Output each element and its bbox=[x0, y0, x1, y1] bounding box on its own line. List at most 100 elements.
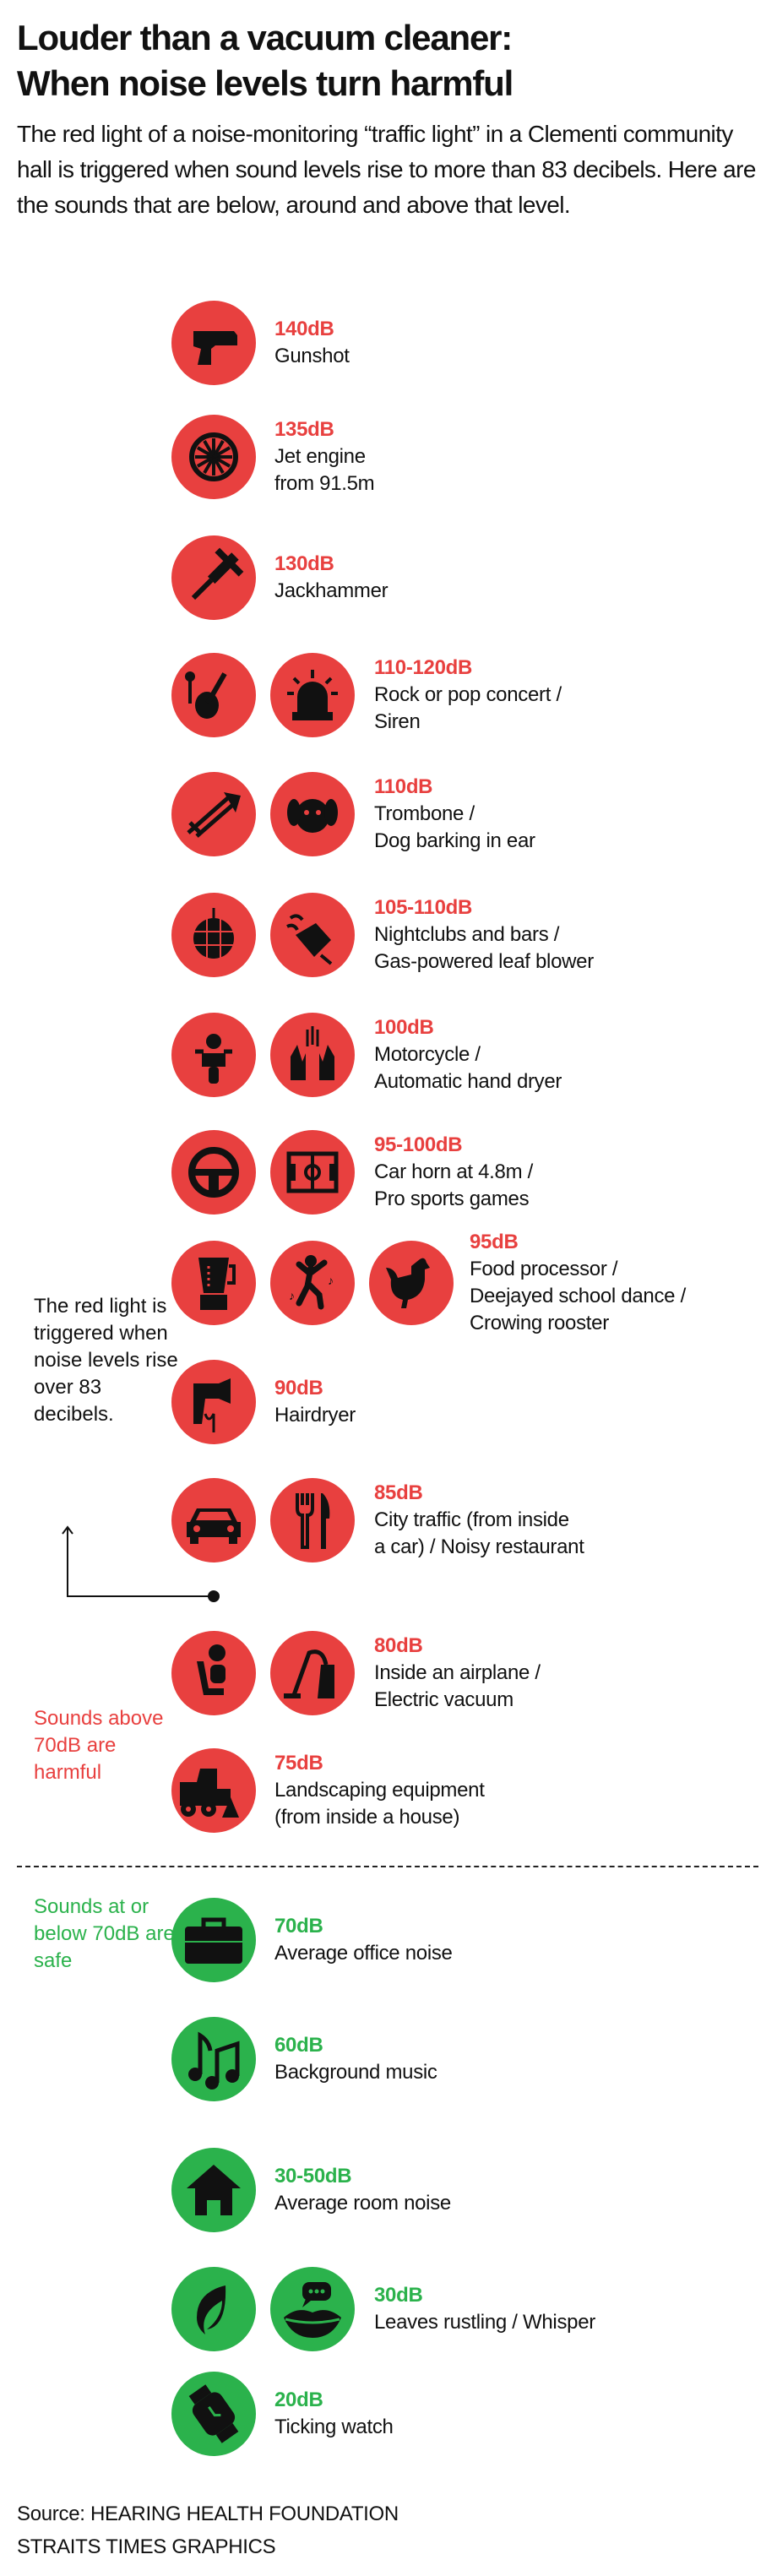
noise-level-label: 70dB Average office noise bbox=[274, 1913, 453, 1967]
whisper-lips-icon bbox=[270, 2267, 355, 2351]
safe-note: Sounds at or below 70dB are safe bbox=[34, 1895, 175, 1972]
decibel-value: 105-110dB bbox=[374, 896, 473, 919]
loader-icon bbox=[171, 1748, 256, 1833]
noise-level-row: 135dB Jet engine from 91.5m bbox=[0, 415, 777, 499]
disco-ball-icon bbox=[171, 893, 256, 977]
noise-level-row: 130dB Jackhammer bbox=[0, 535, 777, 620]
noise-level-row: 70dB Average office noise bbox=[0, 1898, 777, 1982]
sports-field-icon bbox=[270, 1130, 355, 1215]
sound-description: City traffic (from inside a car) / Noisy… bbox=[374, 1508, 584, 1558]
decibel-value: 110-120dB bbox=[374, 656, 473, 679]
decibel-value: 110dB bbox=[374, 775, 433, 798]
graphics-credit: STRAITS TIMES GRAPHICS bbox=[17, 2535, 276, 2558]
dancer-icon: ♪♪ bbox=[270, 1241, 355, 1325]
trigger-arrow-icon bbox=[62, 1525, 220, 1602]
decibel-value: 70dB bbox=[274, 1915, 323, 1937]
siren-icon bbox=[270, 653, 355, 737]
noise-level-label: 20dB Ticking watch bbox=[274, 2387, 394, 2441]
hairdryer-icon bbox=[171, 1360, 256, 1444]
decibel-value: 130dB bbox=[274, 552, 334, 575]
page-title: Louder than a vacuum cleaner: When noise… bbox=[17, 15, 513, 106]
noise-level-label: 85dB City traffic (from inside a car) / N… bbox=[374, 1480, 584, 1561]
decibel-value: 75dB bbox=[274, 1752, 323, 1774]
vacuum-icon bbox=[270, 1631, 355, 1715]
sound-description: Jackhammer bbox=[274, 579, 388, 602]
noise-level-label: 90dB Hairdryer bbox=[274, 1375, 356, 1429]
decibel-value: 135dB bbox=[274, 418, 334, 441]
sound-description: Trombone / Dog barking in ear bbox=[374, 802, 535, 852]
noise-level-label: 135dB Jet engine from 91.5m bbox=[274, 416, 375, 497]
decibel-value: 95-100dB bbox=[374, 1133, 463, 1156]
sound-description: Gunshot bbox=[274, 345, 350, 367]
harmful-note: Sounds above 70dB are harmful bbox=[34, 1707, 164, 1784]
decibel-value: 30-50dB bbox=[274, 2165, 352, 2187]
source-credit: Source: HEARING HEALTH FOUNDATION bbox=[17, 2503, 399, 2525]
sound-description: Background music bbox=[274, 2061, 437, 2084]
cutlery-icon bbox=[270, 1478, 355, 1562]
trigger-note: The red light is triggered when noise le… bbox=[34, 1295, 178, 1426]
noise-level-row: 60dB Background music bbox=[0, 2017, 777, 2101]
sound-description: Motorcycle / Automatic hand dryer bbox=[374, 1043, 562, 1093]
music-notes-icon bbox=[171, 2017, 256, 2101]
sound-description: Ticking watch bbox=[274, 2416, 394, 2438]
sound-description: Jet engine from 91.5m bbox=[274, 445, 375, 495]
noise-level-row: 20dB Ticking watch bbox=[0, 2372, 777, 2456]
noise-level-row: 100dB Motorcycle / Automatic hand dryer bbox=[0, 1013, 777, 1097]
decibel-value: 90dB bbox=[274, 1377, 323, 1399]
car-icon bbox=[171, 1478, 256, 1562]
hand-dryer-icon bbox=[270, 1013, 355, 1097]
noise-level-label: 95dB Food processor / Deejayed school dan… bbox=[470, 1229, 686, 1337]
decibel-value: 95dB bbox=[470, 1231, 519, 1253]
decibel-value: 100dB bbox=[374, 1016, 434, 1039]
title-line-1: Louder than a vacuum cleaner: bbox=[17, 18, 513, 57]
house-icon bbox=[171, 2148, 256, 2232]
noise-level-label: 140dB Gunshot bbox=[274, 316, 350, 370]
title-line-2: When noise levels turn harmful bbox=[17, 63, 513, 103]
motorcycle-icon bbox=[171, 1013, 256, 1097]
steering-wheel-icon bbox=[171, 1130, 256, 1215]
sound-description: Average office noise bbox=[274, 1942, 453, 1965]
noise-level-row: 110dB Trombone / Dog barking in ear bbox=[0, 772, 777, 856]
noise-level-label: 130dB Jackhammer bbox=[274, 551, 388, 605]
noise-level-row: 30-50dB Average room noise bbox=[0, 2148, 777, 2232]
noise-level-row: 105-110dB Nightclubs and bars / Gas-power… bbox=[0, 893, 777, 977]
sound-description: Hairdryer bbox=[274, 1404, 356, 1427]
sound-description: Food processor / Deejayed school dance /… bbox=[470, 1258, 686, 1334]
sound-description: Leaves rustling / Whisper bbox=[374, 2311, 595, 2334]
gun-icon bbox=[171, 301, 256, 385]
decibel-value: 140dB bbox=[274, 318, 334, 340]
decibel-value: 85dB bbox=[374, 1481, 423, 1504]
rooster-icon bbox=[369, 1241, 454, 1325]
blender-icon bbox=[171, 1241, 256, 1325]
threshold-divider bbox=[17, 1866, 758, 1867]
noise-level-label: 100dB Motorcycle / Automatic hand dryer bbox=[374, 1014, 562, 1095]
leaf-blower-icon bbox=[270, 893, 355, 977]
briefcase-icon bbox=[171, 1898, 256, 1982]
watch-icon bbox=[171, 2372, 256, 2456]
noise-level-row: 140dB Gunshot bbox=[0, 301, 777, 385]
sound-description: Nightclubs and bars / Gas-powered leaf b… bbox=[374, 923, 594, 973]
svg-text:♪: ♪ bbox=[328, 1274, 334, 1287]
noise-level-row: 90dB Hairdryer bbox=[0, 1360, 777, 1444]
decibel-value: 20dB bbox=[274, 2389, 323, 2411]
sound-description: Inside an airplane / Electric vacuum bbox=[374, 1661, 541, 1711]
airplane-seat-icon bbox=[171, 1631, 256, 1715]
jackhammer-icon bbox=[171, 535, 256, 620]
decibel-value: 60dB bbox=[274, 2034, 323, 2057]
guitar-icon bbox=[171, 653, 256, 737]
noise-level-label: 110dB Trombone / Dog barking in ear bbox=[374, 774, 535, 855]
leaf-icon bbox=[171, 2267, 256, 2351]
sound-description: Average room noise bbox=[274, 2192, 451, 2215]
svg-text:♪: ♪ bbox=[289, 1289, 295, 1302]
noise-level-label: 60dB Background music bbox=[274, 2032, 437, 2086]
noise-level-label: 30-50dB Average room noise bbox=[274, 2163, 451, 2217]
